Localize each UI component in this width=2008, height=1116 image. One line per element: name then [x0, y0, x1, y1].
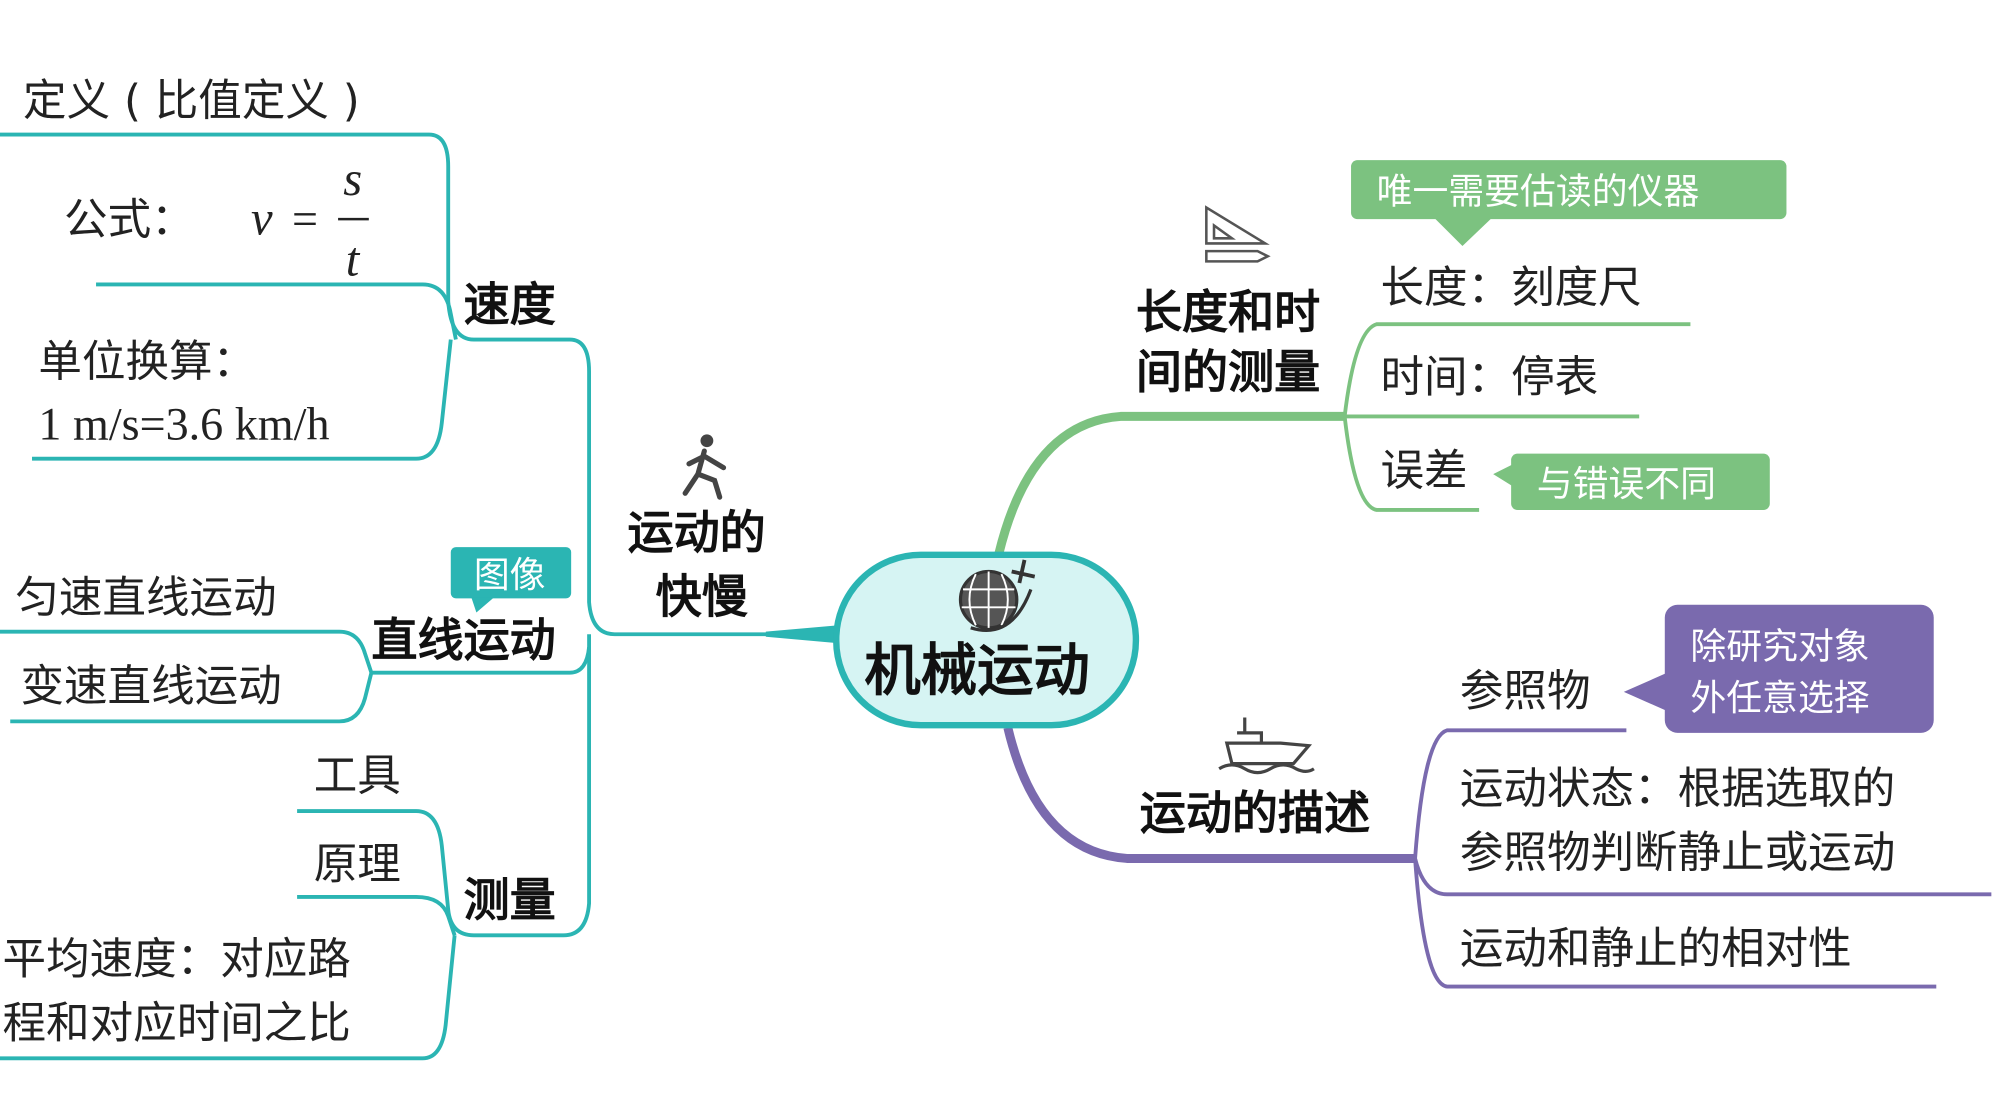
formula-eq: =	[292, 193, 318, 244]
left-connector	[765, 625, 839, 644]
avg-line1: 平均速度：对应路	[3, 935, 351, 985]
globe-plane-icon	[958, 559, 1036, 632]
svg-text:图像: 图像	[474, 555, 546, 596]
length-item: 长度：刻度尺	[1381, 263, 1642, 313]
avg-line2: 程和对应时间之比	[3, 999, 351, 1049]
top-right-branch-lines	[994, 322, 1691, 555]
linear-item: 变速直线运动	[20, 662, 281, 712]
left-title-line1: 运动的	[627, 505, 765, 559]
top-right-title-line1: 长度和时	[1136, 285, 1320, 339]
error-item: 误差	[1381, 447, 1468, 497]
formula-s: s	[343, 152, 362, 206]
ship-icon	[1218, 717, 1315, 775]
speed-definition: 定义 ( 比值定义 )	[23, 76, 360, 126]
relativity-item: 运动和静止的相对性	[1460, 925, 1852, 975]
image-tag: 图像	[450, 547, 572, 613]
state-line2: 参照物判断静止或运动	[1460, 828, 1895, 878]
time-item: 时间：停表	[1381, 353, 1599, 403]
left-branch-lines	[0, 132, 769, 1061]
runner-icon	[682, 434, 727, 500]
state-line1: 运动状态：根据选取的	[1460, 764, 1895, 814]
center-label: 机械运动	[864, 638, 1089, 703]
ruler-triangle-icon	[1205, 205, 1271, 263]
linear-label: 直线运动	[371, 613, 555, 667]
linear-item: 匀速直线运动	[15, 573, 276, 623]
bottom-right-branch-lines	[1003, 726, 1992, 989]
measure-item: 原理	[314, 840, 401, 890]
left-title-line2: 快慢	[656, 569, 749, 623]
measure-label: 测量	[464, 873, 556, 927]
svg-text:唯一需要估读的仪器: 唯一需要估读的仪器	[1377, 172, 1700, 213]
estimate-tag: 唯一需要估读的仪器	[1351, 160, 1787, 247]
reference-item: 参照物	[1460, 667, 1591, 717]
measure-item: 工具	[314, 752, 401, 802]
formula-label: 公式：	[64, 195, 195, 245]
top-right-title-line2: 间的测量	[1136, 345, 1320, 399]
error-tag: 与错误不同	[1493, 453, 1770, 510]
formula-t: t	[346, 232, 361, 286]
svg-text:除研究对象: 除研究对象	[1690, 627, 1869, 668]
bottom-right-title: 运动的描述	[1140, 786, 1371, 840]
svg-text:与错误不同: 与错误不同	[1537, 464, 1716, 505]
reference-tag: 除研究对象 外任意选择	[1623, 604, 1934, 733]
unit-line2: 1 m/s=3.6 km/h	[38, 398, 329, 449]
center-node[interactable]: 机械运动	[833, 551, 1140, 729]
speed-label: 速度	[464, 277, 556, 331]
unit-line1: 单位换算：	[38, 338, 256, 388]
svg-text:外任意选择: 外任意选择	[1690, 678, 1869, 719]
formula-v: v	[251, 191, 273, 245]
